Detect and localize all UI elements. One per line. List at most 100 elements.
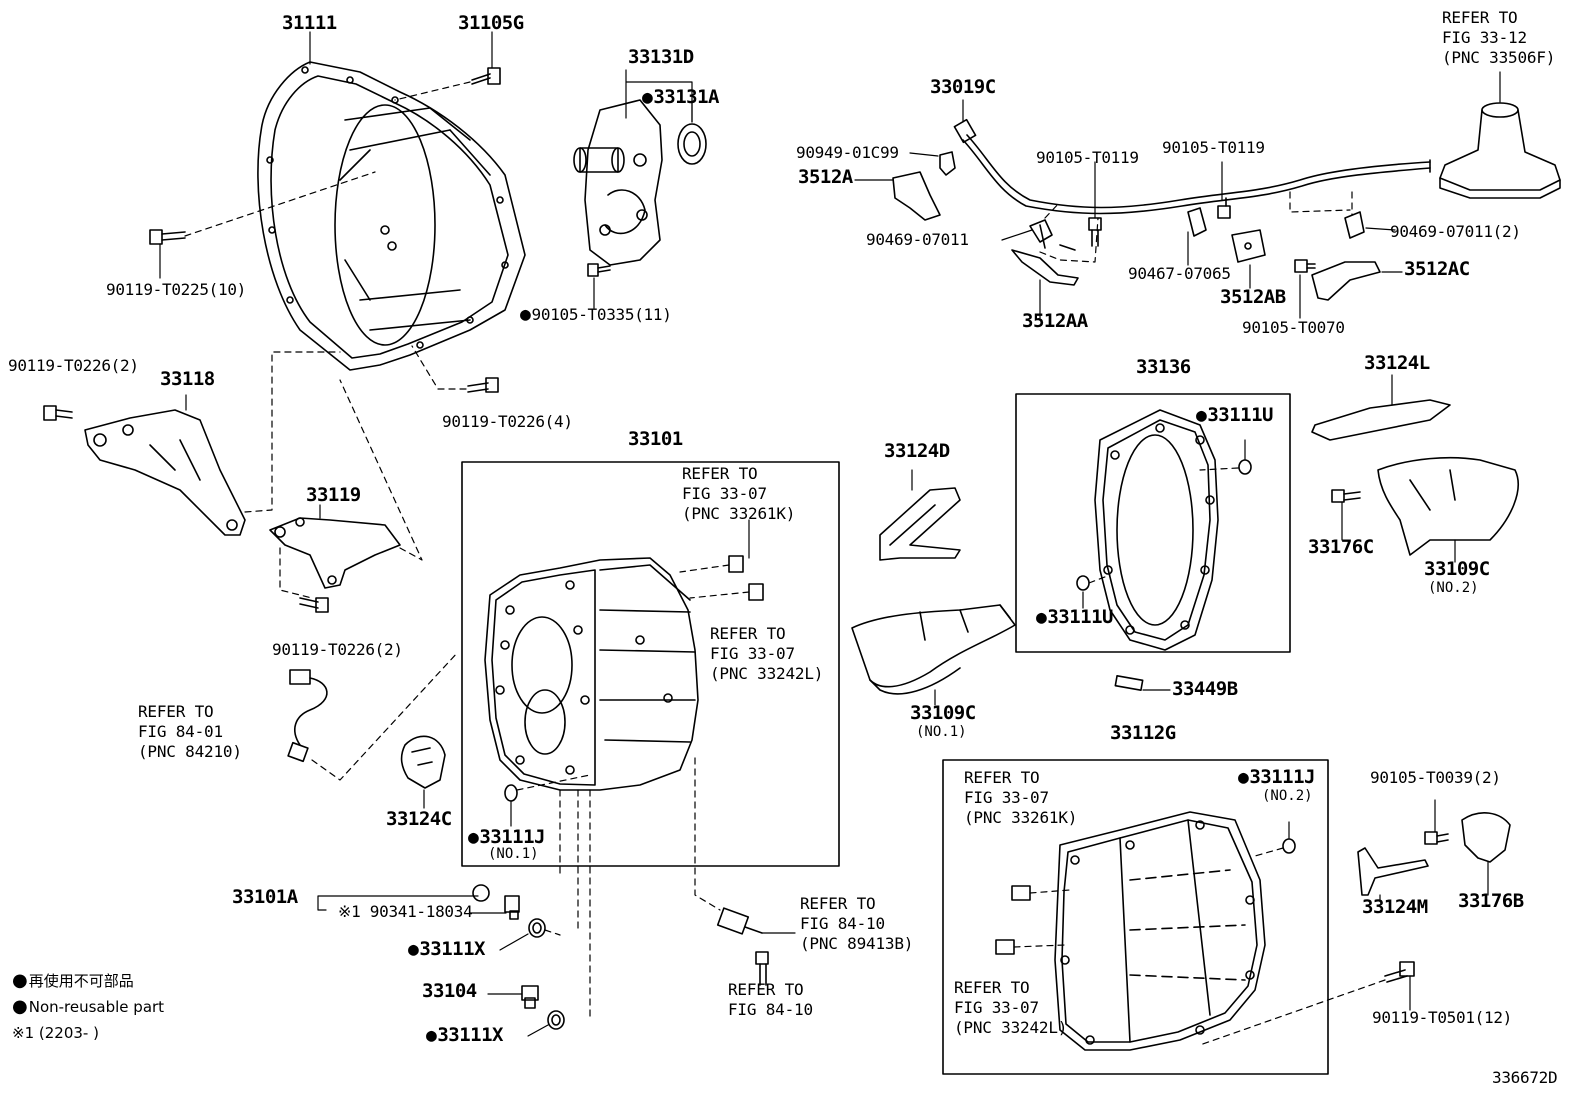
callout-90119-T0226-b: 90119-T0226(2): [272, 640, 403, 659]
bolt-90119-T0501: [1384, 961, 1415, 983]
extension-housing-33136: [1094, 409, 1219, 651]
plug-90341-18034: [504, 895, 520, 920]
callout-90119-T0501: 90119-T0501(12): [1372, 1008, 1512, 1027]
callout-3512A: 3512A: [798, 166, 853, 188]
gasket-33111X-b: [547, 1010, 565, 1030]
callout-90119-T0226-a: 90119-T0226(2): [8, 356, 139, 375]
callout-33449B: 33449B: [1172, 678, 1238, 700]
breather-hose-33019C: [953, 118, 1431, 215]
oil-seal-33131A: [677, 123, 707, 165]
pin-33111U-top: [1238, 459, 1252, 475]
callout-31111: 31111: [282, 12, 337, 34]
callout-33101: 33101: [628, 428, 683, 450]
ref-fig-33-07-33242L-a: REFER TO FIG 33-07 (PNC 33242L): [710, 624, 824, 683]
callout-33131A: 33131A: [642, 86, 719, 108]
callout-90467-07065: 90467-07065: [1128, 264, 1231, 283]
sublabel-no1-cover: (NO.1): [916, 724, 967, 740]
plate-33449B: [1114, 675, 1144, 691]
transmission-case-33101: [484, 557, 699, 791]
clip-90469-07011-2: [1344, 211, 1365, 239]
legend-date-note: ※1 (2203- ): [12, 1024, 99, 1042]
bracket-33119: [269, 517, 401, 589]
callout-90105-T0039: 90105-T0039(2): [1370, 768, 1501, 787]
clip-90949-01C99: [939, 151, 956, 176]
sublabel-no2-cover: (NO.2): [1428, 580, 1479, 596]
bolt-90105-T0070: [1294, 259, 1316, 273]
adapter-33506F: [1439, 102, 1561, 199]
pin-33111J-left: [504, 784, 518, 802]
cover-33109C-no1: [851, 604, 1016, 695]
plate-33124C: [400, 735, 446, 789]
group-box-33136: [1015, 393, 1291, 653]
sensor-84210: [287, 669, 328, 763]
ref-fig-84-01: REFER TO FIG 84-01 (PNC 84210): [138, 702, 242, 761]
cover-33176B: [1461, 812, 1511, 863]
transmission-case-33112G: [1054, 811, 1266, 1051]
callout-90119-T0226-4: 90119-T0226(4): [442, 412, 573, 431]
callout-33131D: 33131D: [628, 46, 694, 68]
callout-33101A: 33101A: [232, 886, 298, 908]
protector-33124D: [879, 487, 961, 561]
bracket-3512AA: [1011, 224, 1079, 286]
retainer-33131D: [573, 99, 663, 266]
callout-90105-T0119-b: 90105-T0119: [1162, 138, 1265, 157]
callout-33119: 33119: [306, 484, 361, 506]
callout-90119-T0225: 90119-T0225(10): [106, 280, 246, 299]
bracket-3512AC: [1311, 261, 1381, 301]
pin-33111J-right: [1282, 838, 1296, 854]
callout-90105-T0119-a: 90105-T0119: [1036, 148, 1139, 167]
callout-33176B: 33176B: [1458, 890, 1524, 912]
ref-fig-33-07-33242L-b: REFER TO FIG 33-07 (PNC 33242L): [954, 978, 1068, 1037]
callout-31105G: 31105G: [458, 12, 524, 34]
bracket-33118: [84, 409, 246, 536]
legend-non-reusable-en: Non-reusable part: [12, 996, 164, 1017]
protector-33124L: [1311, 399, 1451, 441]
callout-33136: 33136: [1136, 356, 1191, 378]
callout-33111X-b: 33111X: [426, 1024, 503, 1046]
callout-33124L: 33124L: [1364, 352, 1430, 374]
callout-33109C-no2: 33109C: [1424, 558, 1490, 580]
bolt-31105G: [471, 67, 501, 85]
bolt-90105-T0335: [587, 263, 611, 277]
callout-90469-07011-2: 90469-07011(2): [1390, 222, 1521, 241]
callout-33124M: 33124M: [1362, 896, 1428, 918]
bolt-90119-T0225: [149, 229, 186, 245]
ref-fig-33-07-33261K-a: REFER TO FIG 33-07 (PNC 33261K): [682, 464, 796, 523]
legend-non-reusable-jp: 再使用不可部品: [12, 970, 134, 991]
bolt-fig-84-10: [755, 951, 769, 986]
bolt-90105-T0119-a: [1088, 217, 1102, 247]
callout-33118: 33118: [160, 368, 215, 390]
clip-90469-07011: [1029, 219, 1053, 243]
callout-33111J-left: 33111J: [468, 826, 545, 848]
group-box-33112G: [942, 759, 1329, 1075]
bolt-90119-T0226-4: [467, 377, 499, 393]
bracket-3512AB: [1231, 229, 1266, 263]
callout-3512AA: 3512AA: [1022, 310, 1088, 332]
dowel-33261K-b: [1011, 885, 1031, 901]
dowel-33242L-b: [995, 939, 1015, 955]
callout-90341-18034: ※1 90341-18034: [338, 902, 473, 921]
callout-90949-01C99: 90949-01C99: [796, 143, 899, 162]
gasket-33101A: [472, 884, 490, 902]
figure-id: 336672D: [1492, 1068, 1558, 1087]
cover-33109C-no2: [1377, 456, 1519, 556]
gasket-33111X-a: [528, 918, 546, 938]
callout-3512AC: 3512AC: [1404, 258, 1470, 280]
callout-33019C: 33019C: [930, 76, 996, 98]
clip-90467-07065: [1187, 207, 1207, 237]
bracket-33124M: [1357, 847, 1429, 896]
callout-90469-07011: 90469-07011: [866, 230, 969, 249]
callout-33104: 33104: [422, 980, 477, 1002]
callout-3512AB: 3512AB: [1220, 286, 1286, 308]
callout-33124C: 33124C: [386, 808, 452, 830]
bolt-33176C: [1331, 489, 1361, 503]
callout-33111X-a: 33111X: [408, 938, 485, 960]
group-box-33101: [461, 461, 840, 867]
sublabel-no1-left: (NO.1): [488, 846, 539, 862]
speed-sensor-89413B: [716, 907, 763, 935]
pin-33111U-bot: [1076, 575, 1090, 591]
callout-33124D: 33124D: [884, 440, 950, 462]
callout-33109C-no1: 33109C: [910, 702, 976, 724]
ref-fig-33-12: REFER TO FIG 33-12 (PNC 33506F): [1442, 8, 1556, 67]
ref-fig-84-10-89413B: REFER TO FIG 84-10 (PNC 89413B): [800, 894, 914, 953]
